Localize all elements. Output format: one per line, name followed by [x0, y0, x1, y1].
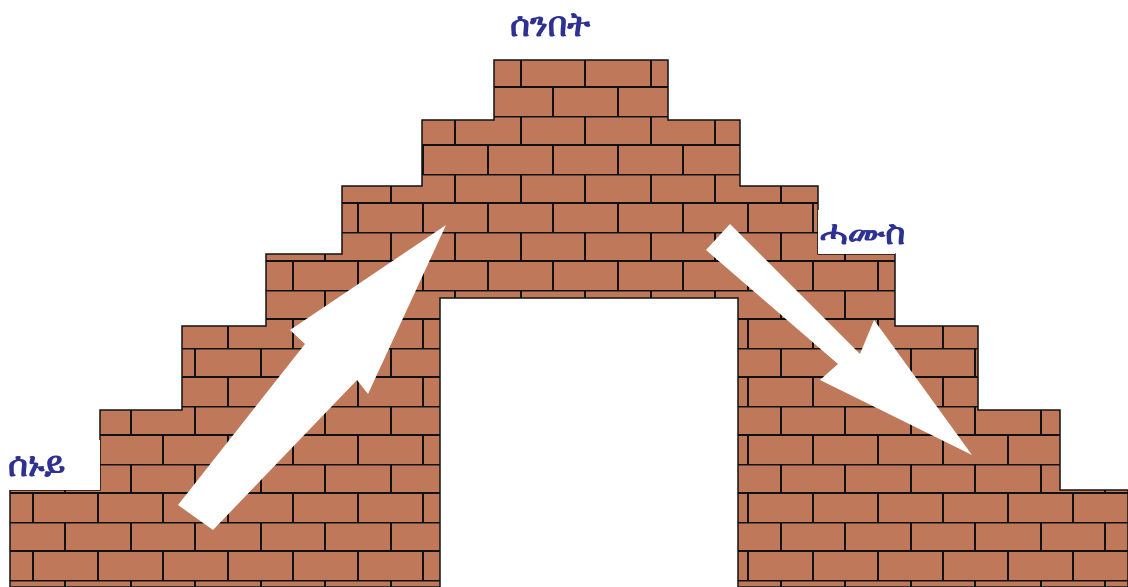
- label-top: ሰንበት: [510, 8, 590, 42]
- label-right: ሓሙስ: [820, 216, 905, 250]
- brick-wall: [10, 60, 1128, 587]
- label-left: ሰኑይ: [8, 448, 65, 482]
